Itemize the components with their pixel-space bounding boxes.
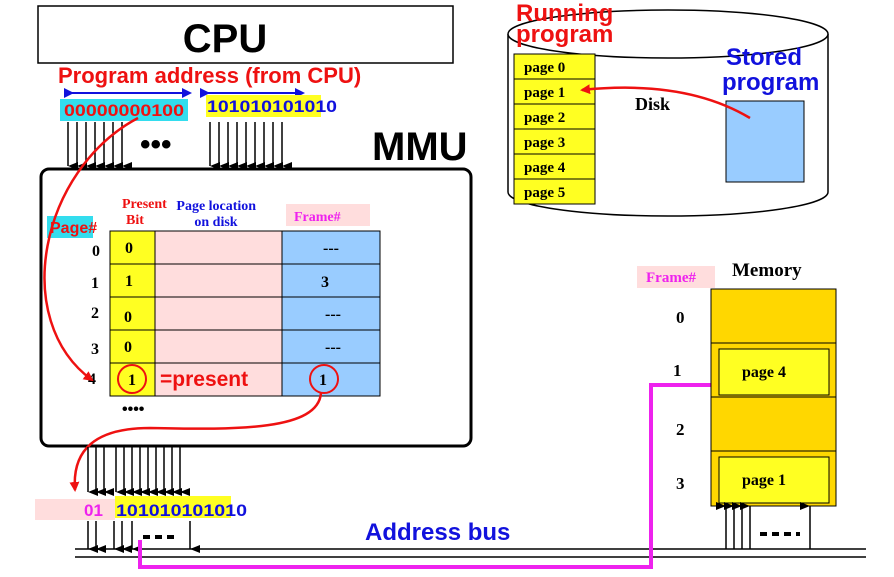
page-table-row-4: 4 1 =present 1	[88, 362, 381, 397]
memory-block: page 4 page 1	[710, 288, 837, 507]
virtual-offset-bits: 101010101010	[207, 97, 337, 116]
frame-value-circle	[309, 364, 339, 394]
running-program-label: Running program	[516, 0, 620, 48]
present-bit-value: 0	[125, 240, 133, 257]
present-bit-value: 1	[125, 273, 133, 290]
physical-frame-bits: 01	[84, 501, 103, 520]
frame-value: ---	[323, 240, 339, 257]
page-table-row-0: 0 0 ---	[92, 230, 381, 265]
memory-address-lines	[716, 502, 811, 549]
physical-offset-highlight	[115, 496, 231, 518]
memory-page-1-block	[718, 456, 830, 504]
bus-connection-lines	[87, 521, 200, 553]
page-location-cell	[154, 263, 283, 298]
physical-address-lines	[87, 447, 190, 496]
present-note: =present	[160, 368, 248, 391]
memory-frame-number: 0	[676, 308, 685, 327]
page-location-cell	[154, 362, 283, 397]
memory-frame-0	[710, 288, 837, 344]
frame-value: 1	[319, 372, 327, 389]
page-number: 2	[91, 305, 99, 322]
disk-page-label: page 5	[524, 185, 565, 201]
present-bit-value: 1	[128, 372, 136, 389]
offset-bits-highlight	[206, 95, 321, 117]
memory-frame-2	[710, 396, 837, 452]
memory-frame-content: page 4	[742, 364, 786, 381]
page-table-more-dots: ••••	[122, 401, 145, 418]
disk-label: Disk	[635, 94, 670, 114]
memory-frame-number: 3	[676, 474, 685, 493]
stored-program-block	[725, 100, 805, 183]
page-table-row-1: 1 1 3	[91, 263, 381, 298]
frame-bits-highlight	[35, 499, 115, 520]
stored-program-label: Stored program	[722, 44, 819, 96]
present-bit-value: 0	[124, 309, 132, 326]
mmu-label: MMU	[372, 125, 468, 169]
page-table-row-2: 2 0 ---	[91, 296, 381, 331]
memory-title: Memory	[732, 260, 802, 281]
frame-select-arrow	[138, 377, 728, 569]
page-number: 0	[92, 243, 100, 260]
memory-frame-content: page 1	[742, 472, 786, 489]
address-bus-label: Address bus	[365, 519, 510, 546]
present-bit-header: Present Bit	[122, 197, 170, 228]
frame-number-output-arrow	[69, 392, 323, 492]
disk-page-label: page 2	[524, 110, 565, 126]
disk-page-label: page 1	[524, 85, 565, 101]
page-bits-highlight	[60, 99, 188, 121]
program-address-caption: Program address (from CPU)	[58, 63, 361, 88]
virtual-page-bits: 00000000100	[64, 101, 184, 120]
page-number: 1	[91, 275, 99, 292]
disk-page-label: page 0	[524, 60, 565, 76]
frame-value: ---	[325, 339, 341, 356]
memory-frame-number: 2	[676, 420, 685, 439]
page-header: Page#	[50, 220, 97, 237]
disk-page-label: page 4	[524, 160, 566, 176]
page-location-cell	[154, 296, 283, 331]
present-bit-circle	[117, 364, 147, 394]
page-location-header: Page location on disk	[176, 199, 259, 230]
memory-frame-header-bg	[637, 266, 715, 288]
frame-header-bg	[286, 204, 370, 226]
memory-frame-header: Frame#	[646, 270, 696, 286]
top-ellipsis-dots: •••	[140, 128, 172, 161]
page-location-cell	[154, 230, 283, 265]
physical-offset-bits: 101010101010	[116, 501, 247, 520]
cpu-label: CPU	[183, 17, 267, 61]
load-page-arrow	[580, 84, 751, 120]
page-table-row-3: 3 0 ---	[91, 329, 381, 364]
memory-frame-number: 1	[673, 361, 682, 380]
virtual-address-lines	[67, 122, 292, 170]
frame-value: 3	[321, 274, 329, 291]
memory-page-4-block	[718, 348, 830, 396]
running-program-pages: page 0 page 1 page 2 page 3 page 4 page …	[513, 53, 596, 205]
page-location-cell	[154, 329, 283, 364]
present-bit-value: 0	[124, 339, 132, 356]
page-header-bg	[47, 216, 93, 238]
frame-value: ---	[325, 306, 341, 323]
page-number: 3	[91, 341, 99, 358]
cpu-box: CPU	[37, 5, 454, 64]
disk-page-label: page 3	[524, 135, 565, 151]
frame-header: Frame#	[294, 210, 341, 225]
page-index-lookup-arrow	[43, 116, 139, 382]
